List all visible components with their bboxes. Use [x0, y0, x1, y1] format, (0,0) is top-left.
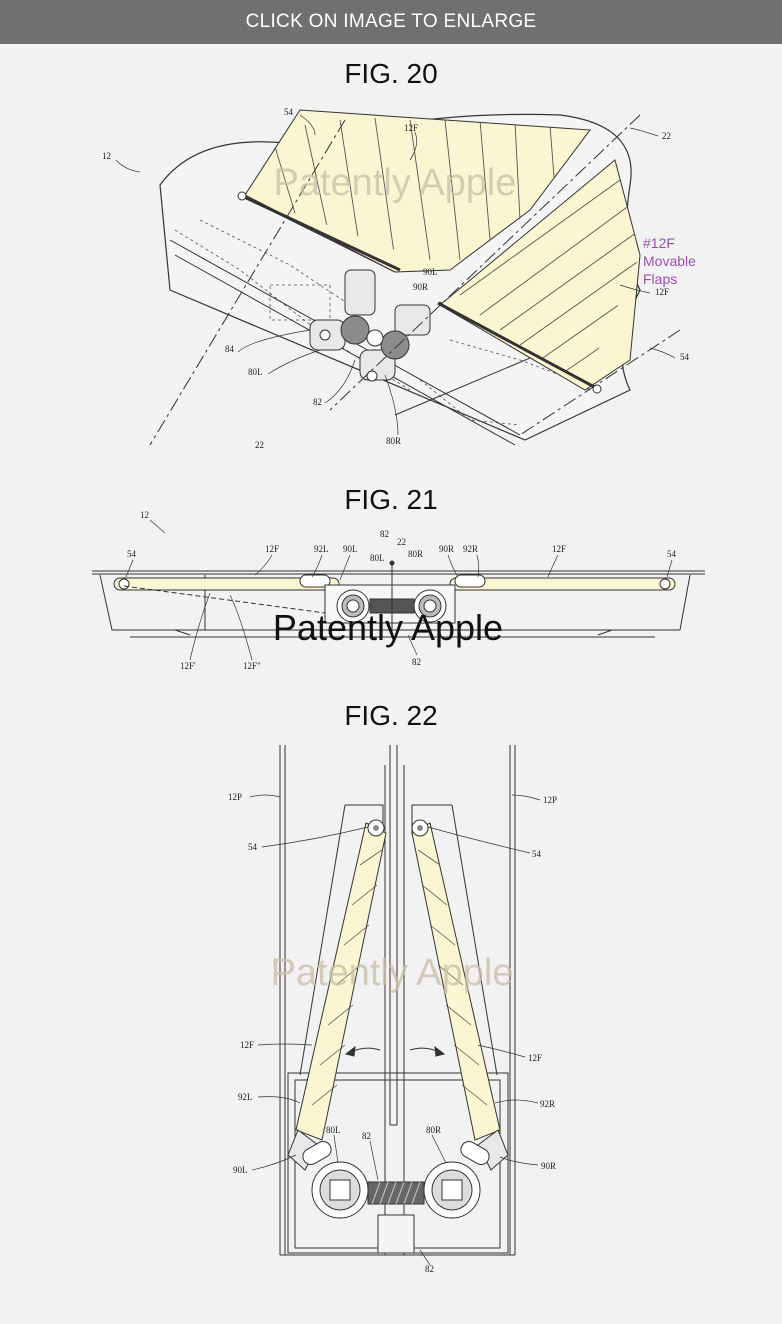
ref-12: 12	[140, 510, 149, 520]
ref-90R: 90R	[413, 282, 428, 292]
ref-12: 12	[102, 151, 111, 161]
fig21-title: FIG. 21	[344, 484, 438, 515]
ref-22: 22	[255, 440, 264, 450]
flap-12F-left	[295, 819, 387, 1141]
ref-90R: 90R	[541, 1161, 556, 1171]
ref-92R: 92R	[540, 1099, 555, 1109]
ref-12F-double-prime: 12F"	[243, 661, 261, 671]
ref-22: 22	[397, 537, 406, 547]
ref-82: 82	[425, 1264, 434, 1274]
ref-80R: 80R	[386, 436, 401, 446]
flap-12F-left	[244, 109, 591, 273]
ref-22: 22	[662, 131, 671, 141]
ref-54: 54	[127, 549, 137, 559]
ref-12F: 12F	[240, 1040, 254, 1050]
ref-80R: 80R	[426, 1125, 441, 1135]
ref-12F: 12F	[265, 544, 279, 554]
flap-12F-right	[449, 577, 676, 591]
motion-arrows	[344, 1045, 446, 1057]
ref-80L: 80L	[370, 553, 385, 563]
svg-text:#12F: #12F	[643, 235, 675, 251]
gear-assembly	[299, 560, 486, 635]
ref-90L: 90L	[343, 544, 358, 554]
ref-84: 84	[225, 344, 235, 354]
watermark: Patently Apple	[271, 952, 514, 994]
ref-54: 54	[532, 849, 542, 859]
ref-82: 82	[412, 657, 421, 667]
watermark: Patently Apple	[274, 162, 517, 204]
movable-flaps-annotation: #12F Movable Flaps	[643, 235, 696, 287]
ref-54: 54	[680, 352, 690, 362]
watermark: Patently Apple	[273, 607, 503, 648]
ref-92L: 92L	[314, 544, 329, 554]
fig22-drawing: Patently Apple 12P 12P 54 54 12F 12F 92L…	[228, 745, 557, 1274]
ref-92R: 92R	[463, 544, 478, 554]
ref-12F: 12F	[528, 1053, 542, 1063]
svg-text:Flaps: Flaps	[643, 271, 677, 287]
ref-12P: 12P	[228, 792, 242, 802]
fig20-title: FIG. 20	[344, 58, 438, 89]
ref-54: 54	[667, 549, 677, 559]
ref-82: 82	[313, 397, 322, 407]
ref-90R: 90R	[439, 544, 454, 554]
ref-54: 54	[284, 107, 294, 117]
ref-12F: 12F	[404, 123, 418, 133]
ref-82: 82	[362, 1131, 371, 1141]
ref-90L: 90L	[423, 267, 438, 277]
flap-12F-right	[411, 819, 501, 1141]
enlarge-banner[interactable]: CLICK ON IMAGE TO ENLARGE	[0, 0, 782, 44]
fig22-title: FIG. 22	[344, 700, 438, 731]
fig21-drawing: Patently Apple 12 54 12F 92L 90L 80L 82 …	[92, 510, 705, 671]
ref-12P: 12P	[543, 795, 557, 805]
ref-12F: 12F	[552, 544, 566, 554]
ref-92L: 92L	[238, 1092, 253, 1102]
ref-12F-prime: 12F'	[180, 661, 196, 671]
ref-90L: 90L	[233, 1165, 248, 1175]
ref-80L: 80L	[326, 1125, 341, 1135]
ref-12F: 12F	[655, 287, 669, 297]
gear-assembly	[309, 269, 431, 382]
flap-12F-left	[113, 577, 341, 616]
ref-82: 82	[380, 529, 389, 539]
fig20-drawing: Patently Apple #12F Movable Flaps 12 54 …	[102, 107, 696, 450]
ref-80L: 80L	[248, 367, 263, 377]
ref-54: 54	[248, 842, 258, 852]
ref-80R: 80R	[408, 549, 423, 559]
svg-text:Movable: Movable	[643, 253, 696, 269]
gear-assembly	[287, 1129, 509, 1254]
